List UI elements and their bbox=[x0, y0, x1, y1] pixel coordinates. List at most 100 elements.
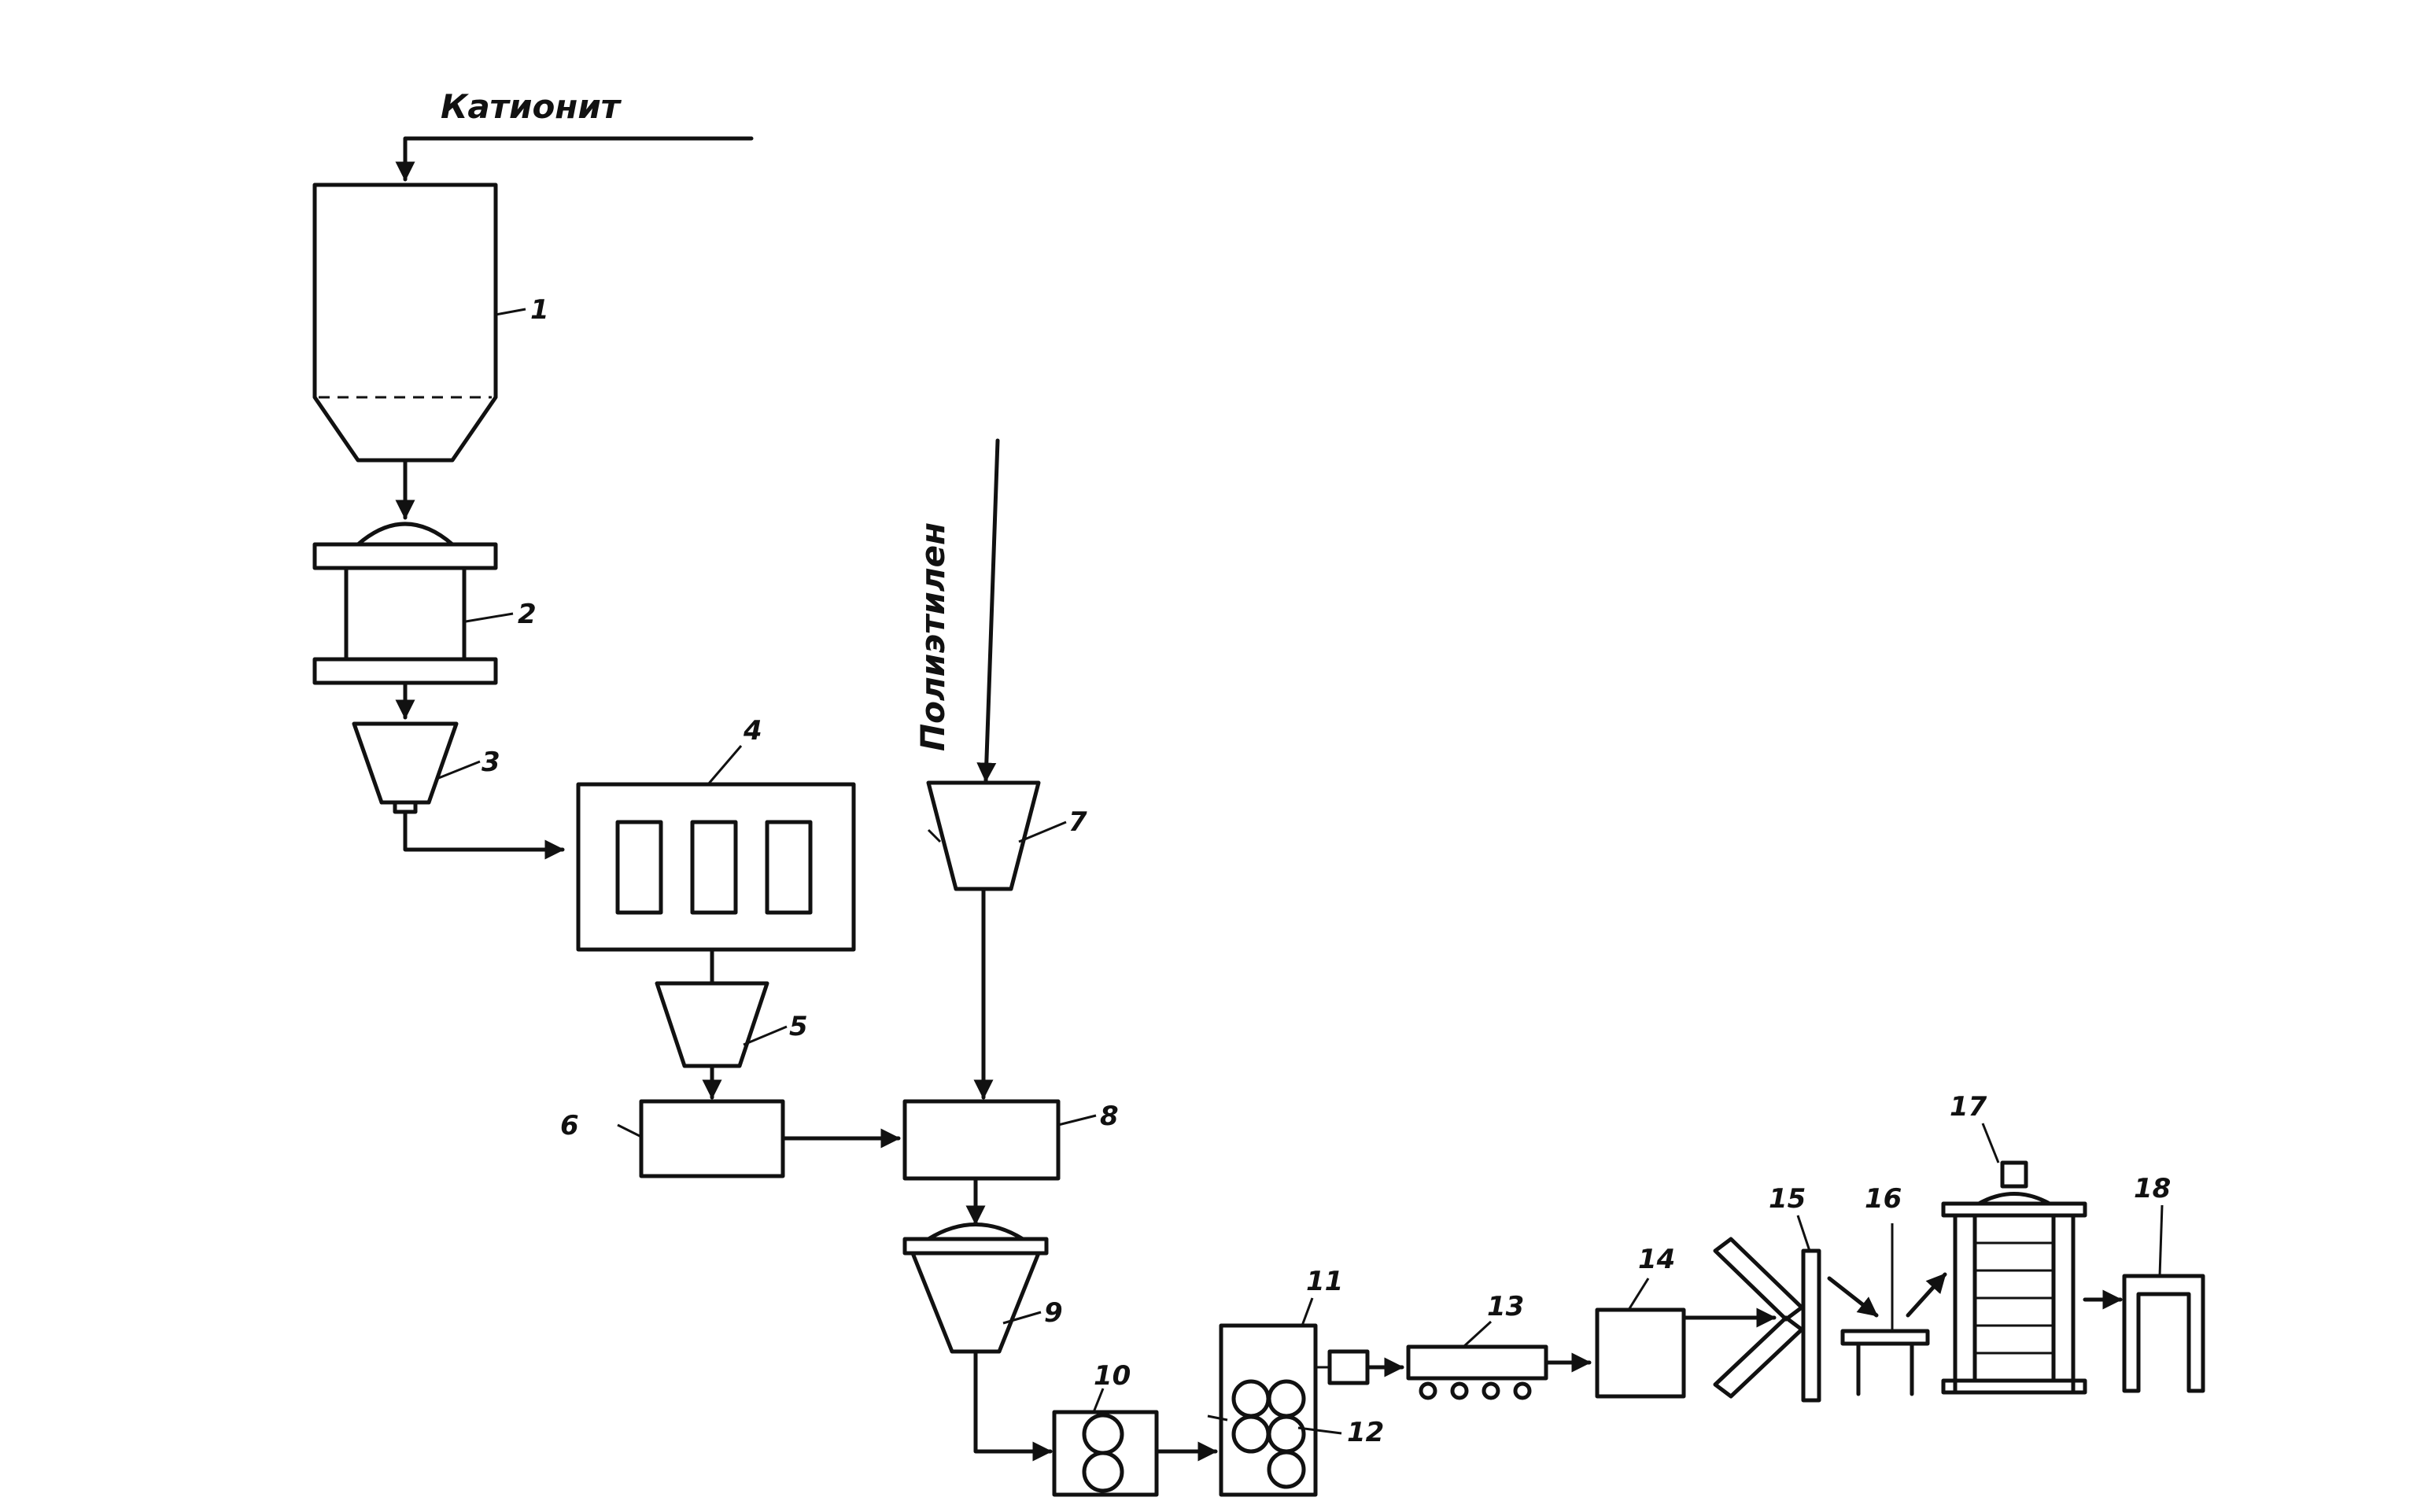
mixer-body bbox=[902, 1099, 1061, 1181]
conveyor-belt bbox=[1406, 1344, 1548, 1381]
unit-6: 6 bbox=[560, 1099, 785, 1178]
leader-18 bbox=[2158, 1204, 2164, 1277]
polyethylene-feed-arrow bbox=[976, 438, 1000, 783]
calender-feed-tick bbox=[1207, 1414, 1228, 1422]
calender-roll-2 bbox=[1267, 1379, 1306, 1418]
polyethylene-input: Полиэтилен bbox=[913, 438, 1000, 783]
stacker-arm-lower bbox=[1713, 1315, 1804, 1399]
label-16: 16 bbox=[1865, 1183, 1902, 1215]
press-cylinder-dome bbox=[1976, 1192, 2052, 1206]
label-6: 6 bbox=[560, 1110, 579, 1141]
conveyor-roller-2 bbox=[1450, 1381, 1469, 1400]
conveyor-13: 13 bbox=[1406, 1291, 1548, 1400]
press-17: 17 bbox=[1941, 1091, 2087, 1395]
label-18: 18 bbox=[2134, 1173, 2171, 1204]
calender-body bbox=[1219, 1323, 1318, 1497]
silo-body bbox=[312, 183, 498, 463]
leader-3 bbox=[436, 760, 481, 780]
leader-9 bbox=[1002, 1311, 1042, 1325]
hopper-9-body bbox=[910, 1251, 1041, 1354]
leader-10 bbox=[1092, 1388, 1105, 1413]
leader-4 bbox=[707, 745, 743, 785]
calender-11: 11 bbox=[1207, 1266, 1343, 1497]
unit-6-body bbox=[639, 1099, 785, 1178]
stacker-post bbox=[1801, 1248, 1821, 1403]
calender-roll-3 bbox=[1231, 1414, 1271, 1454]
label-11: 11 bbox=[1306, 1266, 1343, 1297]
label-1: 1 bbox=[530, 294, 549, 326]
polyethylene-label: Полиэтилен bbox=[913, 522, 952, 751]
unit-14-body bbox=[1595, 1307, 1686, 1399]
calender-roll-4 bbox=[1267, 1414, 1306, 1454]
cation-feed-arrow bbox=[395, 136, 754, 182]
label-9: 9 bbox=[1044, 1297, 1063, 1329]
filter-top-plate bbox=[312, 542, 498, 570]
dryer-chamber-c bbox=[765, 820, 813, 915]
dryer-chamber-a bbox=[615, 820, 663, 915]
frame-18-body bbox=[2122, 1274, 2205, 1393]
mill-10: 10 bbox=[1052, 1360, 1159, 1497]
leader-6 bbox=[617, 1123, 642, 1138]
conveyor-roller-4 bbox=[1513, 1381, 1532, 1400]
cutter-12: 12 bbox=[1297, 1349, 1384, 1448]
mixer-8: 8 bbox=[902, 1099, 1119, 1181]
label-5: 5 bbox=[789, 1011, 808, 1042]
leader-14 bbox=[1627, 1278, 1650, 1311]
conveyor-roller-1 bbox=[1419, 1381, 1437, 1400]
dryer-body bbox=[576, 782, 856, 952]
hopper-7-tick bbox=[927, 828, 942, 843]
label-4: 4 bbox=[743, 715, 762, 747]
label-7: 7 bbox=[1068, 806, 1087, 838]
mill-10-roll-bottom bbox=[1082, 1451, 1124, 1493]
leader-15 bbox=[1796, 1215, 1811, 1252]
silo-1: 1 bbox=[312, 183, 549, 463]
hopper-5: 5 bbox=[655, 981, 808, 1068]
hopper-5-body bbox=[655, 981, 769, 1068]
filter-2: 2 bbox=[312, 522, 537, 685]
label-3: 3 bbox=[482, 747, 500, 778]
frame-18: 18 bbox=[2122, 1173, 2205, 1393]
flow-15-16 bbox=[1827, 1276, 1879, 1318]
leader-1 bbox=[495, 308, 526, 316]
table-top bbox=[1840, 1329, 1930, 1346]
leader-11 bbox=[1301, 1297, 1314, 1326]
cutter-body bbox=[1327, 1349, 1370, 1385]
dryer-4: 4 bbox=[576, 715, 856, 952]
cation-label: Катионит bbox=[441, 87, 622, 126]
label-10: 10 bbox=[1094, 1360, 1131, 1392]
filter-bottom-plate bbox=[312, 657, 498, 685]
leader-12 bbox=[1297, 1426, 1342, 1435]
leader-5 bbox=[743, 1025, 788, 1046]
label-12: 12 bbox=[1347, 1417, 1384, 1448]
label-17: 17 bbox=[1950, 1091, 1987, 1123]
hopper-3: 3 bbox=[352, 721, 500, 814]
hopper-3-body bbox=[352, 721, 459, 805]
flow-9-10 bbox=[973, 1349, 1053, 1462]
label-14: 14 bbox=[1638, 1244, 1675, 1275]
hopper-9-dome bbox=[926, 1223, 1025, 1241]
dryer-chamber-b bbox=[690, 820, 738, 915]
label-2: 2 bbox=[518, 599, 537, 630]
hopper-9: 9 bbox=[902, 1223, 1063, 1354]
calender-roll-1 bbox=[1231, 1379, 1271, 1418]
label-8: 8 bbox=[1100, 1101, 1119, 1132]
hopper-9-rim bbox=[902, 1237, 1049, 1256]
conveyor-roller-3 bbox=[1482, 1381, 1500, 1400]
leader-13 bbox=[1462, 1320, 1493, 1348]
mill-10-roll-top bbox=[1082, 1413, 1124, 1455]
leader-8 bbox=[1057, 1114, 1097, 1127]
stacker-15: 15 bbox=[1713, 1183, 1821, 1403]
leader-7 bbox=[1018, 821, 1067, 843]
label-15: 15 bbox=[1769, 1183, 1806, 1215]
leader-17 bbox=[1981, 1123, 2000, 1164]
leader-2 bbox=[465, 612, 514, 623]
stacker-arm-upper bbox=[1713, 1237, 1804, 1322]
table-16: 16 bbox=[1840, 1183, 1930, 1396]
flow-3-4 bbox=[403, 809, 565, 860]
hopper-7-body bbox=[926, 780, 1041, 891]
press-cylinder bbox=[2000, 1160, 2028, 1189]
cation-input: Катионит bbox=[395, 87, 754, 182]
flow-16-17 bbox=[1906, 1272, 1947, 1318]
filter-dome bbox=[356, 522, 455, 547]
